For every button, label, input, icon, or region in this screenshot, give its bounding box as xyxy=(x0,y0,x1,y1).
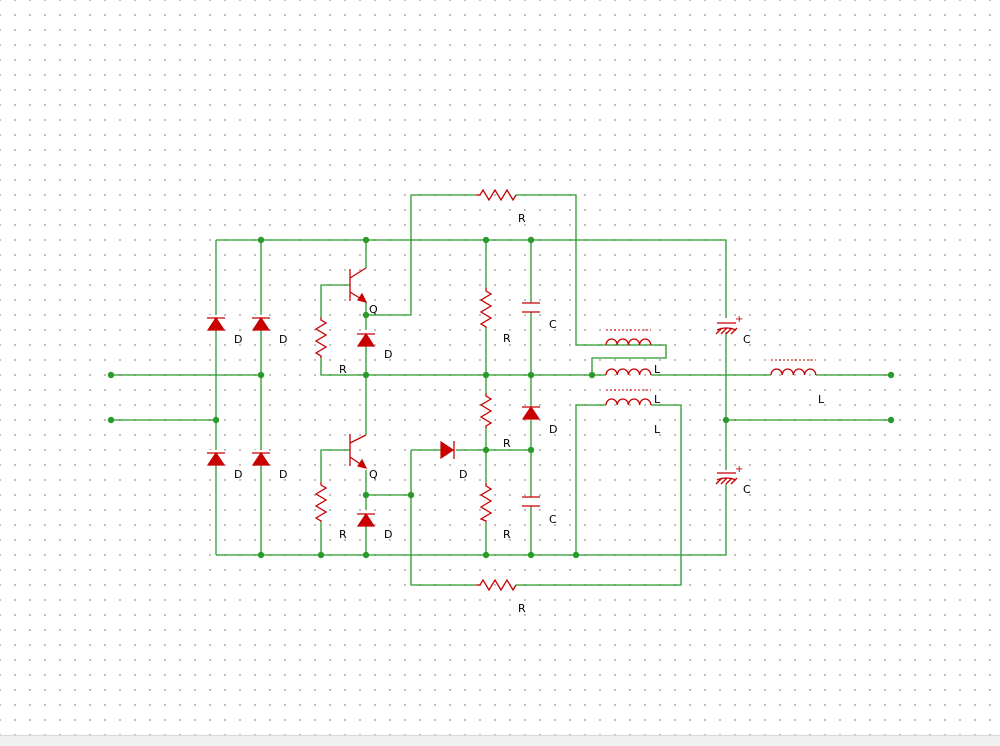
junction-dot[interactable] xyxy=(482,236,490,244)
capacitor-output-top[interactable]: + xyxy=(715,314,743,335)
terminal-dot[interactable] xyxy=(887,371,895,379)
capacitors: + + xyxy=(522,302,743,507)
junction-dot[interactable] xyxy=(527,551,535,559)
label-q2: Q xyxy=(369,468,378,481)
junction-dot[interactable] xyxy=(482,551,490,559)
diode-bridge-4[interactable] xyxy=(251,450,271,466)
junction-dot[interactable] xyxy=(407,491,415,499)
transistor-q1[interactable] xyxy=(349,267,368,303)
label-d-bridge-2: D xyxy=(279,333,287,346)
component-labels: R R R R R R R C C C C D D D D D D D D Q … xyxy=(234,212,825,615)
junction-dot[interactable] xyxy=(257,551,265,559)
transistors xyxy=(349,267,368,469)
junction-dot[interactable] xyxy=(362,236,370,244)
diode-bridge-1[interactable] xyxy=(206,315,226,331)
label-r-q1-base: R xyxy=(339,363,347,376)
label-r-divider-mid: R xyxy=(503,437,511,450)
resistor-bottom-feedback[interactable] xyxy=(476,578,517,592)
label-l-transformer-2: L xyxy=(654,393,661,406)
junction-dot[interactable] xyxy=(362,491,370,499)
junction-dot[interactable] xyxy=(722,416,730,424)
transistor-q2[interactable] xyxy=(349,434,368,469)
transformer-lower-wire[interactable] xyxy=(575,404,606,555)
junction-dot[interactable] xyxy=(362,371,370,379)
junction-dot[interactable] xyxy=(362,311,370,319)
label-c-top: C xyxy=(549,318,557,331)
capacitor-bottom[interactable] xyxy=(522,496,540,507)
junction-dot[interactable] xyxy=(588,371,596,379)
diode-q1[interactable] xyxy=(356,332,376,347)
label-d-bridge-1: D xyxy=(234,333,242,346)
transformer-winding-2[interactable] xyxy=(605,368,652,376)
q1-base-res-bottom-wire[interactable] xyxy=(320,358,366,376)
label-d-bridge-3: D xyxy=(234,468,242,481)
capacitor-output-bottom[interactable]: + xyxy=(715,464,743,485)
terminal-dot[interactable] xyxy=(107,371,115,379)
label-r-bottom-feedback: R xyxy=(518,602,526,615)
junction-dot[interactable] xyxy=(527,236,535,244)
resistors xyxy=(314,188,517,592)
junction-dot[interactable] xyxy=(317,551,325,559)
q2-base-loop-wire[interactable] xyxy=(320,449,350,482)
label-c-output-top: C xyxy=(743,333,751,346)
terminal-dot[interactable] xyxy=(107,416,115,424)
label-d-trigger: D xyxy=(459,468,467,481)
junction-dot[interactable] xyxy=(572,551,580,559)
inductors xyxy=(605,329,817,406)
label-r-top-feedback: R xyxy=(518,212,526,225)
label-r-divider-top: R xyxy=(503,332,511,345)
label-c-output-bottom: C xyxy=(743,483,751,496)
junction-dot[interactable] xyxy=(212,416,220,424)
junction-dot[interactable] xyxy=(482,371,490,379)
resistor-divider-top[interactable] xyxy=(479,288,493,328)
top-rail-wire[interactable] xyxy=(216,239,727,318)
junction-dot[interactable] xyxy=(527,371,535,379)
label-q1: Q xyxy=(369,303,378,316)
junction-dot[interactable] xyxy=(482,446,490,454)
terminal-dot[interactable] xyxy=(887,416,895,424)
diode-trigger[interactable] xyxy=(440,440,455,460)
junction-dot[interactable] xyxy=(527,446,535,454)
resistor-q2-base[interactable] xyxy=(314,482,328,522)
diodes xyxy=(206,315,541,527)
q1-base-loop-wire[interactable] xyxy=(320,284,350,317)
output-inductor[interactable] xyxy=(770,359,817,376)
top-feedback-wire[interactable] xyxy=(516,194,667,375)
diode-bridge-2[interactable] xyxy=(251,315,271,331)
transformer-winding-1[interactable] xyxy=(605,329,652,346)
label-l-transformer-3: L xyxy=(654,423,661,436)
label-c-bottom: C xyxy=(549,513,557,526)
diode-divider[interactable] xyxy=(521,405,541,420)
label-r-divider-bot: R xyxy=(503,528,511,541)
diode-q2[interactable] xyxy=(356,512,376,527)
cap-plus-sign: + xyxy=(735,464,743,475)
junction-dot[interactable] xyxy=(257,236,265,244)
resistor-divider-mid[interactable] xyxy=(479,393,493,428)
horizontal-scrollbar[interactable] xyxy=(0,735,1000,746)
label-r-q2-base: R xyxy=(339,528,347,541)
junction-dot[interactable] xyxy=(257,371,265,379)
label-l-transformer-1: L xyxy=(654,363,661,376)
wires xyxy=(111,194,891,586)
label-d-q1: D xyxy=(384,348,392,361)
capacitor-top[interactable] xyxy=(522,302,540,313)
resistor-q1-base[interactable] xyxy=(314,317,328,358)
bottom-rail-wire[interactable] xyxy=(216,484,727,556)
label-d-divider: D xyxy=(549,423,557,436)
bottom-feedback-right-wire[interactable] xyxy=(516,404,682,586)
transformer-winding-3[interactable] xyxy=(605,389,652,406)
resistor-top-feedback[interactable] xyxy=(476,188,517,202)
label-d-bridge-4: D xyxy=(279,468,287,481)
junctions xyxy=(107,236,895,559)
cap-plus-sign: + xyxy=(735,314,743,325)
junction-dot[interactable] xyxy=(362,551,370,559)
label-d-q2: D xyxy=(384,528,392,541)
diode-bridge-3[interactable] xyxy=(206,450,226,466)
label-l-output: L xyxy=(818,393,825,406)
resistor-divider-bot[interactable] xyxy=(479,483,493,522)
q1-tap-wire[interactable] xyxy=(366,194,476,316)
